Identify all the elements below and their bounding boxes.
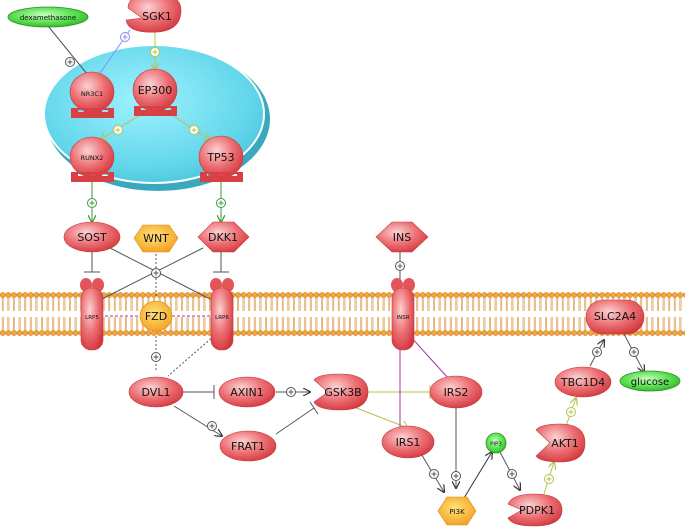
node-label: GSK3B — [324, 386, 361, 399]
node-irs2[interactable]: IRS2 — [429, 375, 483, 409]
node-glucose[interactable]: glucose — [619, 370, 681, 392]
node-frat1[interactable]: FRAT1 — [219, 430, 277, 462]
node-insr[interactable]: INSR — [391, 278, 415, 351]
node-label: WNT — [143, 232, 169, 245]
node-label: AKT1 — [551, 437, 579, 450]
node-dexamethasone[interactable]: dexamethasone — [7, 6, 89, 28]
node-lrp6[interactable]: LRP6 — [210, 278, 234, 351]
node-label: LRP5 — [85, 315, 99, 321]
node-tbc1d4[interactable]: TBC1D4 — [554, 366, 612, 398]
node-label: IRS1 — [396, 436, 421, 449]
node-label: FZD — [145, 310, 167, 323]
node-fzd[interactable]: FZD — [139, 300, 173, 332]
node-label: LRP6 — [215, 315, 229, 321]
node-label: SOST — [77, 231, 107, 244]
node-sost[interactable]: SOST — [63, 221, 121, 253]
node-label: PI3K — [449, 508, 465, 516]
node-label: dexamethasone — [20, 14, 76, 22]
node-pdpk1[interactable]: PDPK1 — [507, 493, 563, 527]
node-irs1[interactable]: IRS1 — [381, 425, 435, 459]
node-pi3k[interactable]: PI3K — [437, 496, 477, 526]
node-dkk1[interactable]: DKK1 — [197, 221, 250, 253]
node-akt1[interactable]: AKT1 — [535, 423, 586, 463]
node-label: FRAT1 — [231, 440, 265, 453]
node-label: SLC2A4 — [594, 310, 636, 323]
node-gsk3b[interactable]: GSK3B — [313, 373, 369, 411]
node-nr3c1[interactable]: NR3C1 — [69, 71, 115, 118]
edge-plus-markers — [65, 32, 639, 484]
node-label: RUNX2 — [81, 154, 104, 162]
node-label: PDPK1 — [519, 504, 555, 517]
node-axin1[interactable]: AXIN1 — [218, 376, 276, 408]
node-label: glucose — [631, 377, 669, 388]
node-label: DKK1 — [208, 231, 238, 244]
node-slc2a4[interactable]: SLC2A4 — [585, 299, 645, 335]
node-label: PIP3 — [490, 442, 502, 448]
node-sgk1[interactable]: SGK1 — [125, 0, 182, 33]
node-ins[interactable]: INS — [375, 221, 429, 253]
node-runx2[interactable]: RUNX2 — [69, 136, 115, 182]
node-lrp5[interactable]: LRP5 — [80, 278, 104, 351]
node-label: AXIN1 — [230, 386, 264, 399]
node-label: NR3C1 — [81, 90, 103, 98]
node-label: IRS2 — [444, 386, 469, 399]
cell-membrane — [0, 292, 685, 336]
node-label: EP300 — [138, 84, 173, 97]
node-tp53[interactable]: TP53 — [198, 135, 244, 182]
node-wnt[interactable]: WNT — [133, 224, 179, 253]
node-label: INS — [393, 231, 411, 244]
node-pip3[interactable]: PIP3 — [485, 432, 507, 454]
node-label: TP53 — [206, 151, 234, 164]
node-label: TBC1D4 — [560, 376, 605, 389]
node-ep300[interactable]: EP300 — [132, 68, 178, 116]
node-label: DVL1 — [142, 386, 171, 399]
node-label: SGK1 — [142, 10, 172, 23]
node-label: INSR — [396, 315, 409, 321]
node-dvl1[interactable]: DVL1 — [128, 376, 184, 408]
